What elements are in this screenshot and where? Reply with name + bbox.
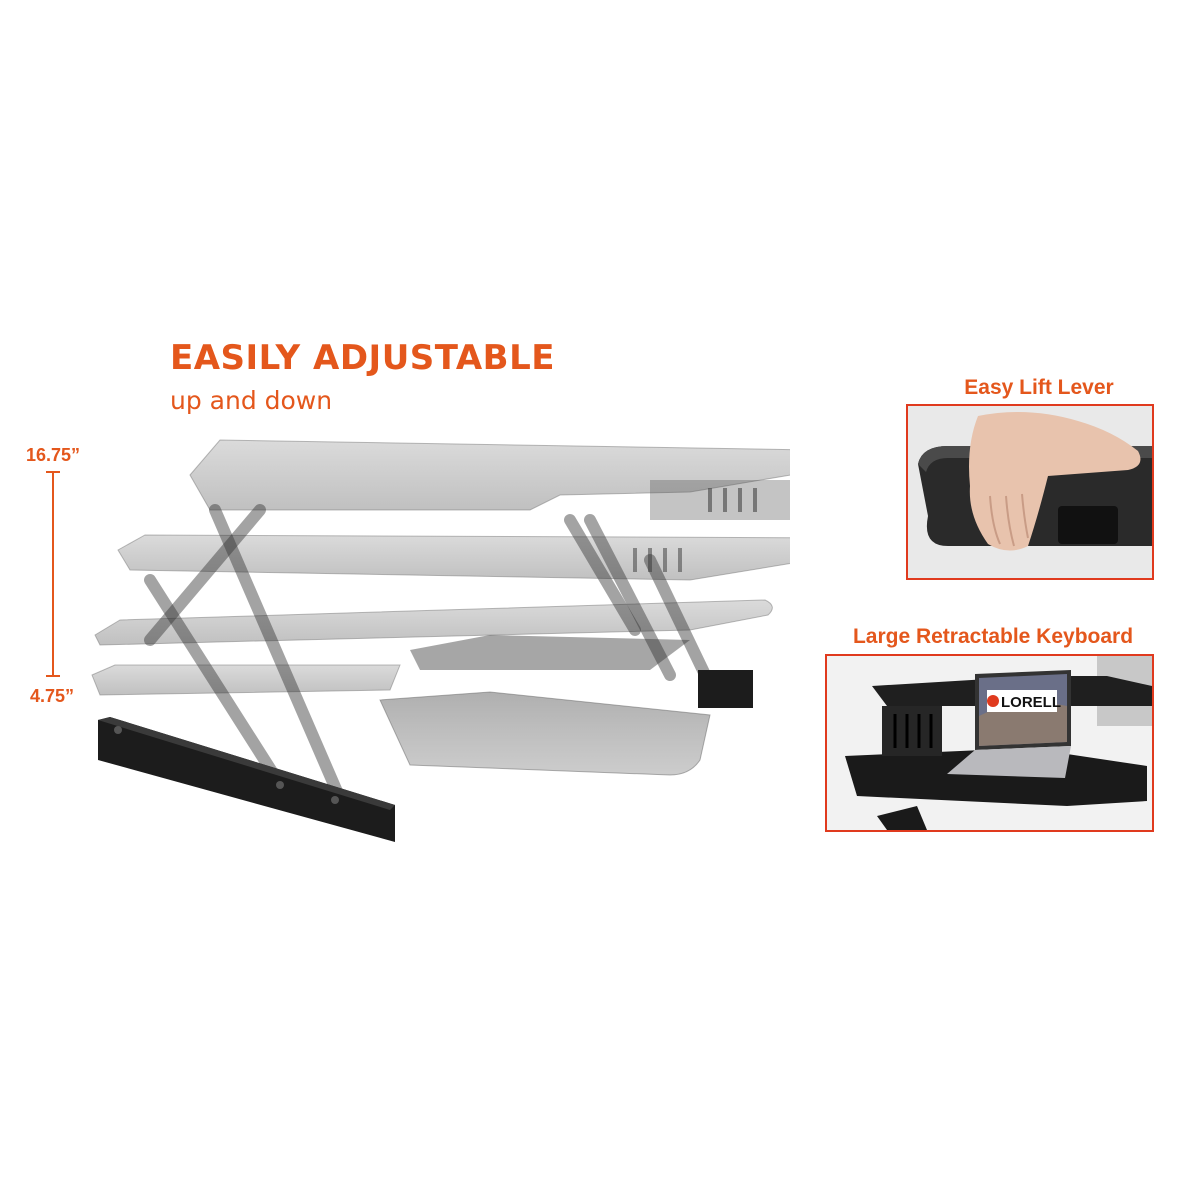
panel-title-keyboard: Large Retractable Keyboard bbox=[852, 625, 1134, 648]
scissor-lift-arms bbox=[144, 504, 716, 816]
panel-title-lift-lever: Easy Lift Lever bbox=[964, 376, 1114, 399]
black-base-frame bbox=[98, 670, 753, 842]
desk-position-lowest bbox=[91, 664, 711, 776]
desk-position-lower-middle bbox=[94, 599, 773, 670]
keyboard-tray-photo: LORELL bbox=[827, 656, 1152, 830]
lift-lever-panel bbox=[906, 404, 1154, 580]
min-height-label: 4.75” bbox=[30, 686, 75, 706]
lorell-logo: LORELL bbox=[1001, 694, 1061, 711]
desk-position-upper-middle bbox=[117, 534, 790, 581]
height-range-bracket-icon bbox=[46, 471, 60, 677]
desk-position-highest bbox=[189, 439, 790, 520]
max-height-label: 16.75” bbox=[26, 445, 81, 465]
lift-lever-photo bbox=[908, 406, 1152, 578]
headline-title: EASILY ADJUSTABLE bbox=[170, 338, 555, 378]
keyboard-tray-panel: LORELL bbox=[825, 654, 1154, 832]
headline-subtitle: up and down bbox=[170, 386, 333, 415]
standing-desk-converter-image bbox=[91, 439, 790, 842]
